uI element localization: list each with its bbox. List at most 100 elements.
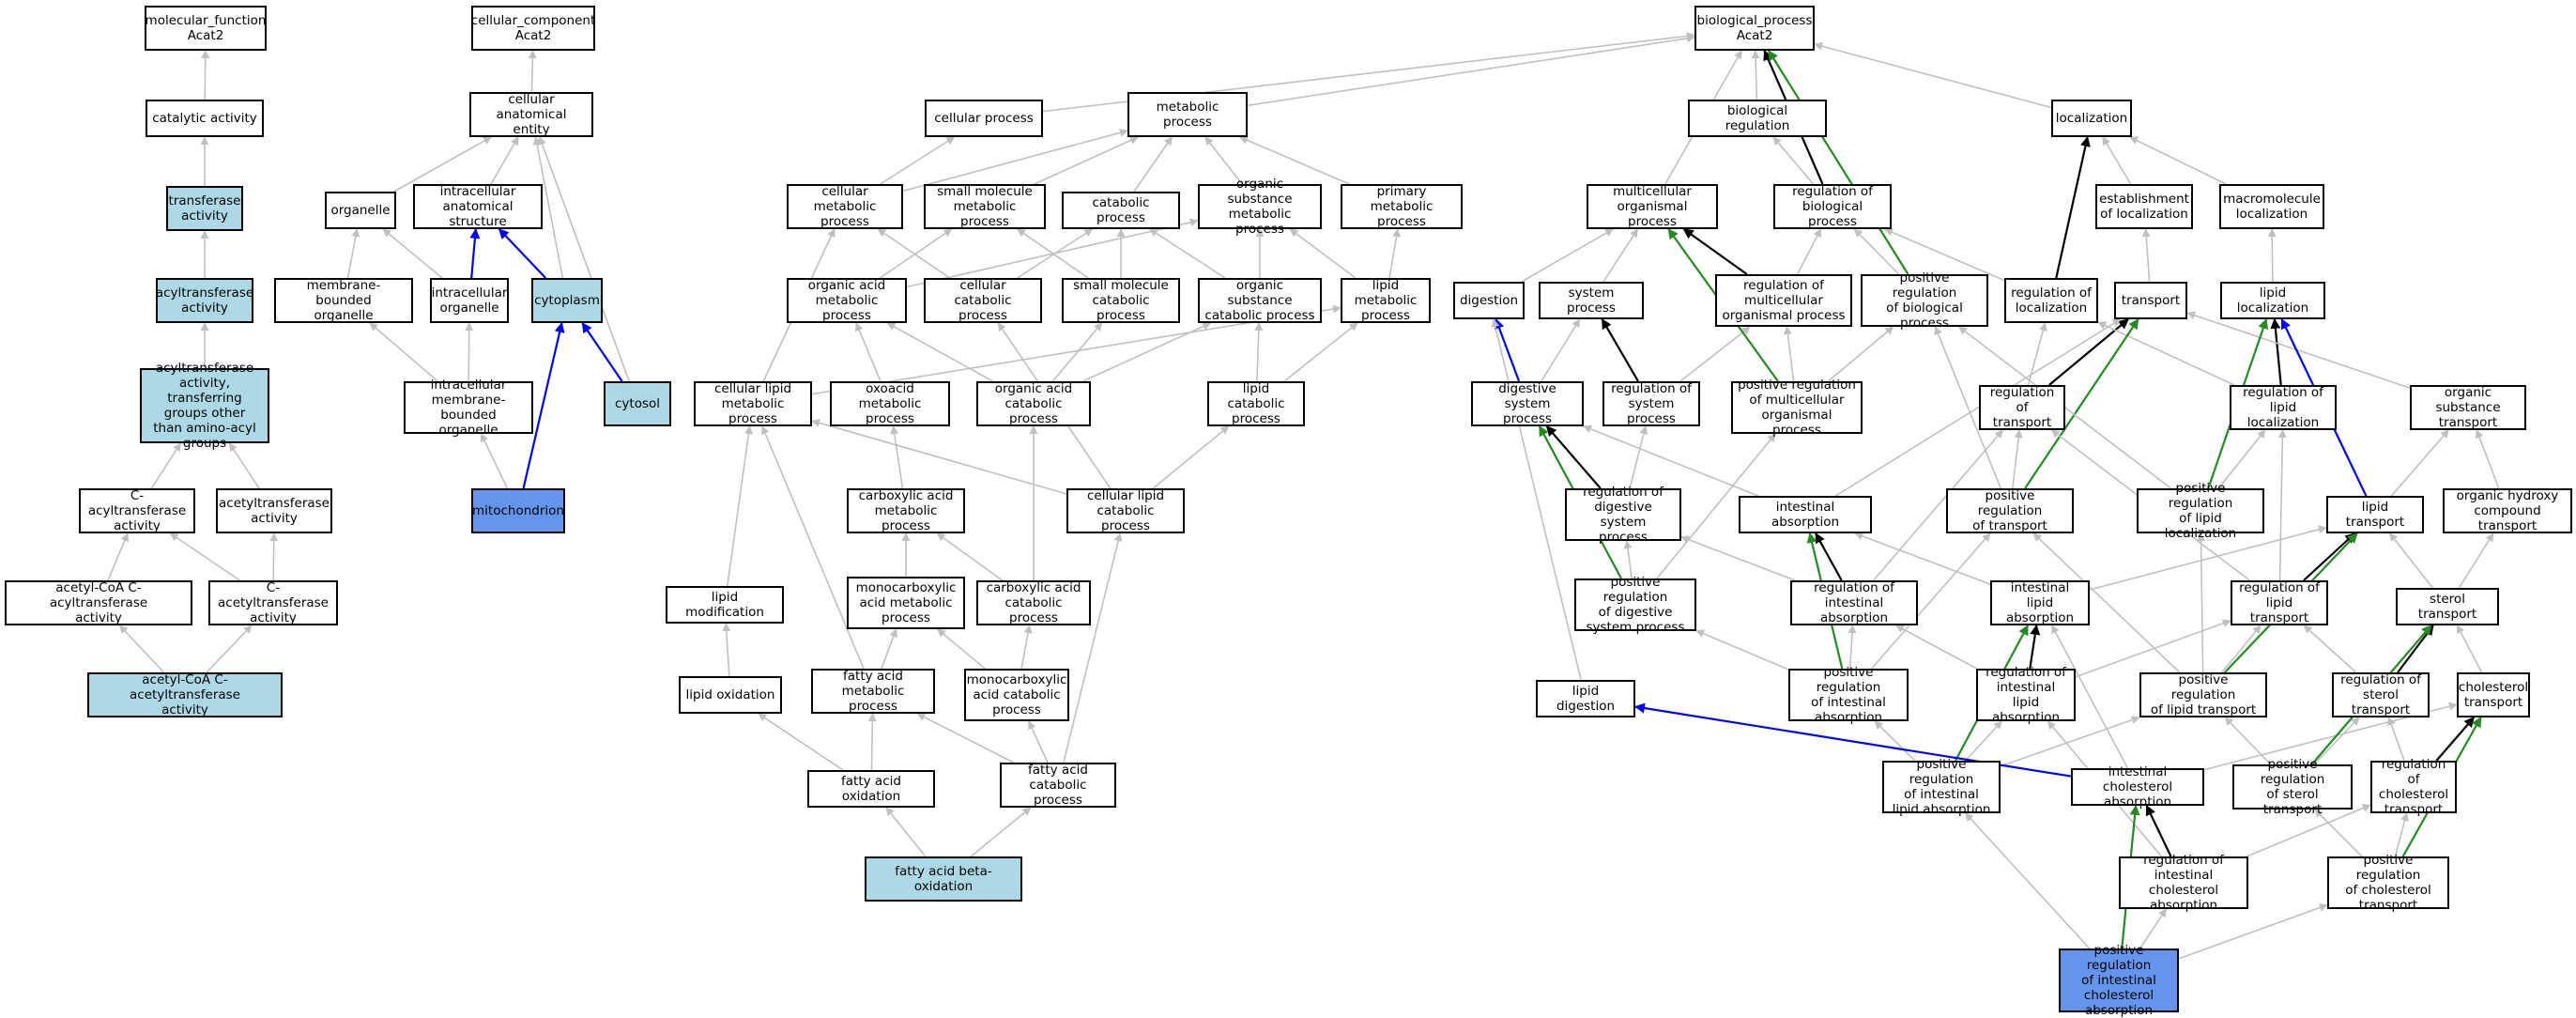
go-term-macroloc[interactable]: macromolecule localization [2219,184,2324,229]
go-term-cacatab[interactable]: carboxylic acid catabolic process [976,580,1091,625]
go-term-posregdigsys[interactable]: positive regulation of digestive system … [1574,575,1696,635]
go-term-smcatab[interactable]: small molecule catabolic process [1062,278,1180,323]
go-term-mito[interactable]: mitochondrion [471,488,565,533]
go-term-ostransport[interactable]: organic substance transport [2410,385,2526,430]
go-term-posreglipidloc[interactable]: positive regulation of lipid localizatio… [2137,481,2264,541]
go-term-lipidmod[interactable]: lipid modification [666,586,784,624]
go-term-smmetab[interactable]: small molecule metabolic process [924,184,1046,229]
go-term-multiorg[interactable]: multicellular organismal process [1587,184,1718,229]
go-term-acetyltrans[interactable]: acetyltransferase activity [216,488,332,533]
go-term-posreglipidtransport[interactable]: positive regulation of lipid transport [2139,672,2267,717]
go-term-oacatab[interactable]: organic acid catabolic process [976,381,1091,426]
go-term-posregbio[interactable]: positive regulation of biological proces… [1861,270,1988,331]
go-term-regdigsys[interactable]: regulation of digestive system process [1565,485,1681,545]
go-term-oametab[interactable]: organic acid metabolic process [787,278,907,323]
go-term-posregintabs[interactable]: positive regulation of intestinal absorp… [1788,665,1909,725]
go-term-regcholtransport[interactable]: regulation of cholesterol transport [2370,757,2457,817]
go-term-clmetab[interactable]: cellular lipid metabolic process [694,381,812,426]
edge-is-a-cae-to-cc [528,50,537,93]
go-term-faox[interactable]: fatty acid oxidation [807,770,935,808]
go-term-cytoplasm[interactable]: cytoplasm [531,278,603,323]
go-term-acetylcoa-cacetyl[interactable]: acetyl-CoA C-acetyltransferase activity [87,672,283,717]
go-term-cellmetab[interactable]: cellular metabolic process [787,184,903,229]
go-term-posregsteroltransport[interactable]: positive regulation of sterol transport [2232,757,2353,817]
go-term-cae[interactable]: cellular anatomical entity [469,92,593,137]
edge-part-of-digsys-to-digestion [1494,317,1521,382]
go-term-lipiddigestion[interactable]: lipid digestion [1536,680,1635,717]
go-term-clcatab[interactable]: cellular lipid catabolic process [1066,488,1185,533]
go-term-mcametab[interactable]: monocarboxylic acid metabolic process [847,577,965,629]
go-term-intabs[interactable]: intestinal absorption [1739,496,1872,533]
edge-is-a-primmetab-to-metab [1238,136,1350,185]
go-term-acyl-groups[interactable]: acyltransferase activity, transferring g… [140,361,269,451]
go-term-steroltransport[interactable]: sterol transport [2396,588,2499,625]
go-term-regintcholabs[interactable]: regulation of intestinal cholesterol abs… [2119,853,2248,913]
go-term-posregtransport[interactable]: positive regulation of transport [1946,488,2074,533]
go-term-regloc[interactable]: regulation of localization [2004,278,2098,323]
go-term-regtransport[interactable]: regulation of transport [1979,385,2065,430]
edge-regulates-reglipidloc-to-lipidloc [2270,317,2282,386]
go-term-reglipidtransport[interactable]: regulation of lipid transport [2231,580,2328,625]
go-term-regsteroltransport[interactable]: regulation of sterol transport [2332,672,2430,717]
go-term-acyltransferase[interactable]: acyltransferase activity [156,278,253,323]
go-term-ohctransport[interactable]: organic hydroxy compound transport [2443,488,2572,533]
go-term-organelle[interactable]: organelle [325,192,396,229]
go-term-io[interactable]: intracellular organelle [430,278,509,323]
go-term-regintabs[interactable]: regulation of intestinal absorption [1790,580,1918,625]
edge-is-a-posreglipidtransport-to-reglipidtransport [2221,625,2262,673]
go-term-posregintcholabs[interactable]: positive regulation of intestinal choles… [2059,943,2179,1018]
go-term-lipidmetab[interactable]: lipid metabolic process [1341,278,1431,323]
go-term-acetylcoa-cacyl[interactable]: acetyl-CoA C-acyltransferase activity [5,580,192,625]
go-term-primmetab[interactable]: primary metabolic process [1341,184,1463,229]
go-term-regmulti[interactable]: regulation of multicellular organismal p… [1715,274,1852,327]
edge-is-a-lipidtransport-to-ostransport [2390,429,2449,497]
go-term-regsys[interactable]: regulation of system process [1602,381,1700,426]
go-term-posregintlipidabs[interactable]: positive regulation of intestinal lipid … [1882,757,2001,817]
go-term-choltransport[interactable]: cholesterol transport [2457,672,2530,717]
go-term-intcholabs[interactable]: intestinal cholesterol absorption [2071,764,2204,810]
edge-is-a-intlipidabs-to-lipidtransport [2089,525,2327,591]
edge-part-of-cytoplasm-to-ias [498,228,546,279]
go-term-cellproc[interactable]: cellular process [925,100,1043,137]
go-term-c-acetyl[interactable]: C-acetyltransferase activity [208,580,338,625]
go-term-oscatab[interactable]: organic substance catabolic process [1198,278,1322,323]
go-term-digsys[interactable]: digestive system process [1471,381,1584,426]
go-term-regbio[interactable]: regulation of biological process [1773,184,1892,229]
go-term-c-acyl[interactable]: C-acyltransferase activity [79,488,195,533]
go-term-lipidtransport[interactable]: lipid transport [2326,496,2424,533]
go-term-imbo[interactable]: intracellular membrane-bounded organelle [404,378,533,438]
go-term-mf[interactable]: molecular_function Acat2 [145,6,267,51]
go-term-digestion[interactable]: digestion [1453,282,1525,319]
go-term-localization[interactable]: localization [2051,100,2132,137]
go-term-estloc[interactable]: establishment of localization [2095,184,2193,229]
go-term-regintlipidabs[interactable]: regulation of intestinal lipid absorptio… [1976,665,2076,725]
go-term-catalytic[interactable]: catalytic activity [146,100,264,137]
go-term-facatab[interactable]: fatty acid catabolic process [1000,763,1116,808]
go-term-fabeta[interactable]: fatty acid beta-oxidation [865,856,1022,902]
go-term-mbo[interactable]: membrane-bounded organelle [274,278,413,323]
go-term-cc[interactable]: cellular_component Acat2 [471,6,595,51]
go-term-oxoacid[interactable]: oxoacid metabolic process [830,381,950,426]
go-term-intlipidabs[interactable]: intestinal lipid absorption [1990,580,2090,625]
go-term-osmetab[interactable]: organic substance metabolic process [1198,177,1322,237]
go-term-lipidloc[interactable]: lipid localization [2220,282,2325,319]
go-term-cellcatab[interactable]: cellular catabolic process [924,278,1042,323]
go-term-catab[interactable]: catabolic process [1062,192,1180,229]
go-term-mcacatab[interactable]: monocarboxylic acid catabolic process [964,669,1069,721]
go-term-posregcholtransport[interactable]: positive regulation of cholesterol trans… [2327,853,2449,913]
go-term-transport[interactable]: transport [2114,282,2187,319]
go-term-posregmulti[interactable]: positive regulation of multicellular org… [1731,378,1863,438]
go-term-famyetab[interactable]: fatty acid metabolic process [811,669,935,714]
go-term-cametab[interactable]: carboxylic acid metabolic process [847,488,965,533]
go-term-reglipidloc[interactable]: regulation of lipid localization [2230,385,2337,430]
go-term-transferase[interactable]: transferase activity [166,186,243,231]
go-term-biolreg[interactable]: biological regulation [1688,100,1827,137]
go-term-lipidox[interactable]: lipid oxidation [679,676,782,714]
go-term-ias[interactable]: intracellular anatomical structure [413,184,543,229]
go-term-lipidcatab[interactable]: lipid catabolic process [1207,381,1305,426]
go-term-cytosol[interactable]: cytosol [604,381,671,426]
go-term-metab[interactable]: metabolic process [1127,92,1248,137]
go-term-bp[interactable]: biological_process Acat2 [1694,6,1815,51]
go-term-sysproc[interactable]: system process [1539,282,1644,319]
edge-is-a-posregdigsys-to-posregmulti [1656,433,1776,579]
